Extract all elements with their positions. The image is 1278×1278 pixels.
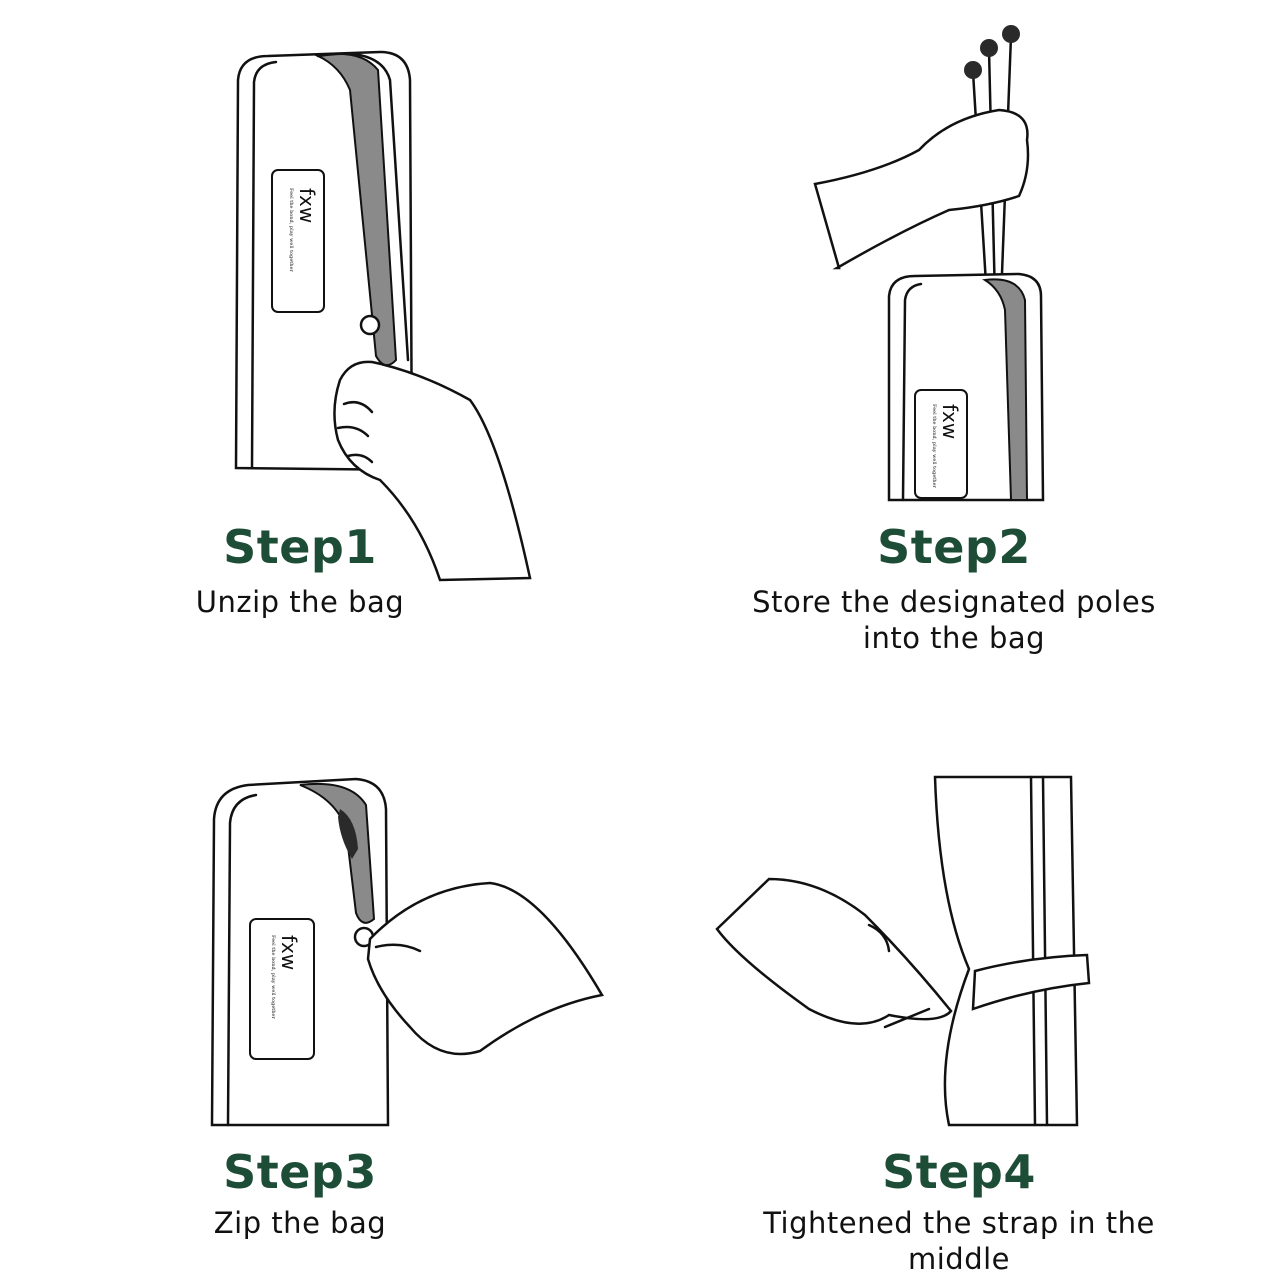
unzip-bag-illustration: fxw Feel the bond, play well together (234, 50, 532, 582)
zip-bag-illustration: fxw Feel the bond, play well together (210, 777, 604, 1127)
hand-icon (715, 877, 953, 1025)
step-1-panel: fxw Feel the bond, play well together St… (0, 0, 639, 639)
brand-logo-text: fxw (295, 188, 319, 223)
hand-icon (333, 360, 532, 582)
step-1-description: Unzip the bag (195, 585, 405, 619)
step-3-title: Step3 (223, 1145, 377, 1199)
hand-icon (813, 108, 1030, 270)
step-2-panel: fxw Feel the bond, play well together St… (639, 0, 1278, 655)
brand-logo-text: fxw (938, 404, 962, 439)
zipper-pull-icon (359, 314, 381, 336)
step-2-title: Step2 (877, 520, 1031, 574)
brand-tagline: Feel the bond, play well together (288, 188, 294, 272)
step-4-description: Tightened the strap in the middle (763, 1206, 1155, 1276)
store-poles-illustration: fxw Feel the bond, play well together (813, 25, 1045, 502)
brand-label (249, 918, 315, 1060)
hand-icon (366, 881, 604, 1056)
brand-label (914, 389, 968, 499)
step-2-description: Store the designated poles into the bag (752, 585, 1156, 655)
brand-tagline: Feel the bond, play well together (270, 935, 276, 1019)
step-3-description: Zip the bag (213, 1206, 387, 1240)
brand-tagline: Feel the bond, play well together (931, 404, 937, 488)
brand-label (271, 169, 325, 313)
brand-logo-text: fxw (277, 935, 301, 970)
step-3-panel: fxw Feel the bond, play well together St… (0, 639, 639, 1278)
tighten-strap-illustration (715, 775, 1091, 1127)
strap-icon (971, 953, 1091, 1011)
step-4-title: Step4 (882, 1145, 1036, 1199)
step-1-title: Step1 (223, 520, 377, 574)
step-4-panel: Step4 Tightened the strap in the middle (639, 639, 1278, 1278)
